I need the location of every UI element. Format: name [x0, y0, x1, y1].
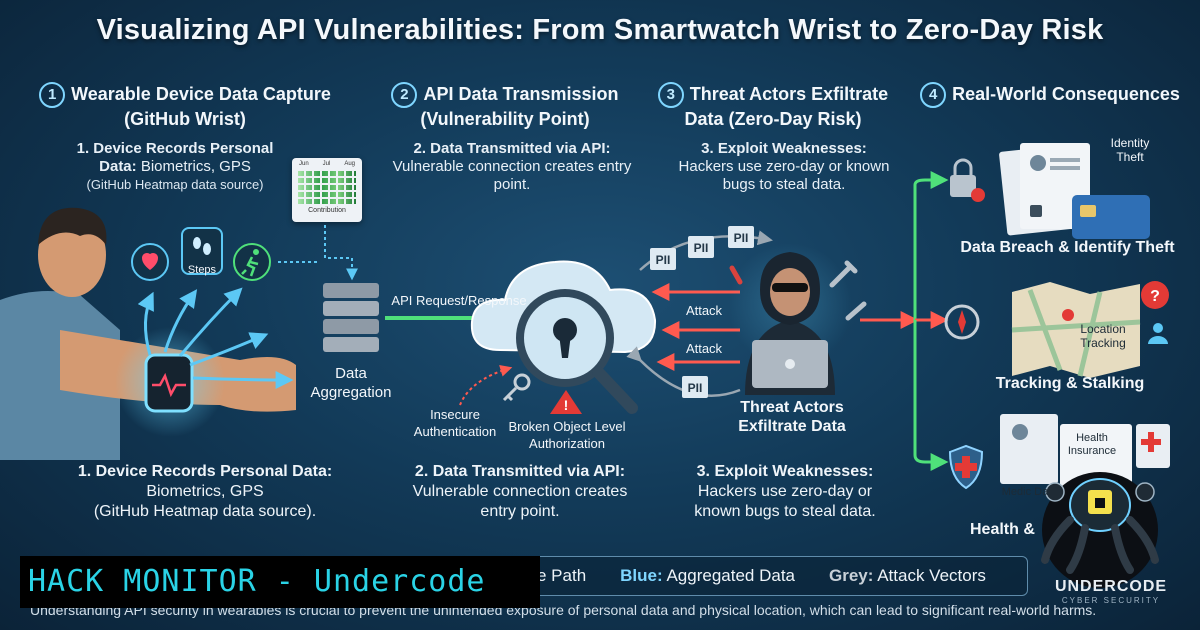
undercode-logo-icon: [1041, 472, 1159, 588]
steps-icon: [181, 227, 223, 275]
desc-bold: 3. Exploit Weaknesses:: [701, 140, 867, 157]
lock-denied-icon: [950, 158, 985, 202]
desc-bold: 2. Data Transmitted via API:: [413, 140, 611, 157]
heart-rate-icon: [131, 243, 169, 281]
section-3-title: Threat Actors Exfiltrate Data (Zero-Day …: [684, 83, 889, 129]
desc-small: (GitHub Heatmap data source): [86, 177, 264, 192]
legend-grey-key: Grey:: [829, 566, 874, 585]
svg-text:!: !: [564, 397, 569, 413]
legend-blue-key: Blue:: [620, 566, 663, 585]
section-number: 1: [39, 82, 66, 108]
section-number: 2: [391, 82, 418, 108]
heatmap-grid: [298, 170, 356, 204]
desc-bold: 2. Data Transmitted via API:: [414, 463, 626, 480]
undercode-logo-text: UNDERCODE: [1054, 578, 1168, 595]
heatmap-month: Aug: [344, 161, 355, 167]
desc-text: Vulnerable connection creates entry poin…: [392, 158, 632, 193]
legend: e Path Blue: Aggregated Data Grey: Attac…: [530, 556, 1028, 596]
desc-bold: 1. Device Records Personal Data:: [77, 463, 333, 480]
health-insurance-label: Health Insurance: [1067, 432, 1117, 457]
threat-actors-label: Threat Actors Exfiltrate Data: [738, 399, 846, 435]
svg-text:PII: PII: [734, 231, 749, 245]
section-2-title: API Data Transmission (Vulnerability Poi…: [420, 83, 619, 129]
map-icon: ?: [1011, 281, 1169, 378]
steps-label: Steps: [187, 264, 217, 276]
heatmap-month: Jun: [298, 161, 309, 167]
running-icon: [233, 243, 271, 281]
attack-label: Attack: [685, 341, 723, 356]
bottom-desc-2: 2. Data Transmitted via API: Vulnerable …: [400, 462, 640, 522]
top-desc-1: 1. Device Records Personal Data: Biometr…: [60, 140, 290, 194]
health-shield-icon: [948, 444, 984, 490]
api-request-label: API Request/Response: [391, 293, 527, 308]
legend-grey: Grey: Attack Vectors: [829, 566, 986, 586]
svg-text:PII: PII: [688, 381, 703, 395]
tracking-label: Tracking & Stalking: [995, 375, 1145, 392]
svg-text:?: ?: [1150, 288, 1160, 305]
warning-icon: !: [550, 390, 582, 414]
pii-tag: PII PII PII PII: [650, 226, 754, 398]
compass-icon: [944, 304, 980, 340]
medical-data-label: Medic Da: [1001, 486, 1049, 498]
heatmap-label: Contribution: [308, 207, 346, 214]
legend-blue: Blue: Aggregated Data: [620, 566, 795, 586]
desc-bold: 1. Device Records Personal Data:: [76, 140, 274, 175]
desc-text: Biometrics, GPS: [140, 158, 251, 175]
identity-documents: [999, 143, 1150, 239]
heatmap-month: Jul: [322, 161, 331, 167]
legend-path-text: e Path: [537, 566, 587, 585]
breach-label: Data Breach & Identify Theft: [960, 239, 1175, 256]
attack-label: Attack: [685, 303, 723, 318]
sensor-rays: [137, 287, 294, 389]
desc-bold: 3. Exploit Weaknesses:: [696, 463, 874, 480]
bottom-desc-3: 3. Exploit Weaknesses: Hackers use zero-…: [680, 462, 890, 522]
section-4-title: Real-World Consequences: [952, 83, 1180, 104]
top-desc-3: 3. Exploit Weaknesses: Hackers use zero-…: [674, 140, 894, 194]
hack-monitor-banner: HACK MONITOR - Undercode: [20, 556, 540, 608]
section-number: 3: [657, 82, 684, 108]
location-tracking-label: Location Tracking: [1080, 322, 1126, 350]
server-stack-icon: [323, 283, 379, 352]
identity-theft-label: Identity Theft: [1110, 136, 1150, 164]
desc-small: (GitHub Heatmap data source).: [93, 503, 317, 520]
legend-blue-text: Aggregated Data: [666, 566, 795, 585]
cloud-lock-icon: [470, 260, 657, 414]
section-1-title: Wearable Device Data Capture (GitHub Wri…: [71, 83, 331, 129]
page-title: Visualizing API Vulnerabilities: From Sm…: [96, 14, 1104, 46]
desc-text: Biometrics, GPS: [146, 483, 264, 500]
svg-text:PII: PII: [656, 253, 671, 267]
undercode-logo-sub: CYBER SECURITY: [1061, 596, 1161, 605]
heatmap-card: Jun Jul Aug Contribution: [292, 158, 362, 222]
bottom-desc-1: 1. Device Records Personal Data: Biometr…: [60, 462, 350, 522]
legend-grey-text: Attack Vectors: [877, 566, 986, 585]
hacker-figure: [728, 243, 867, 395]
health-label: Health &: [970, 521, 1035, 538]
desc-text: Hackers use zero-day or known bugs to st…: [694, 483, 876, 520]
bola-label: Broken Object Level Authorization: [508, 419, 626, 451]
smartwatch: [115, 327, 225, 437]
svg-text:PII: PII: [694, 241, 709, 255]
desc-text: Hackers use zero-day or known bugs to st…: [678, 158, 890, 193]
desc-text: Vulnerable connection creates entry poin…: [412, 483, 628, 520]
top-desc-2: 2. Data Transmitted via API: Vulnerable …: [392, 140, 632, 194]
key-icon: [502, 373, 531, 402]
insecure-auth-label: Insecure Authentication: [413, 407, 497, 439]
aggregation-label: Data Aggregation: [310, 365, 392, 401]
section-number: 4: [920, 82, 947, 108]
